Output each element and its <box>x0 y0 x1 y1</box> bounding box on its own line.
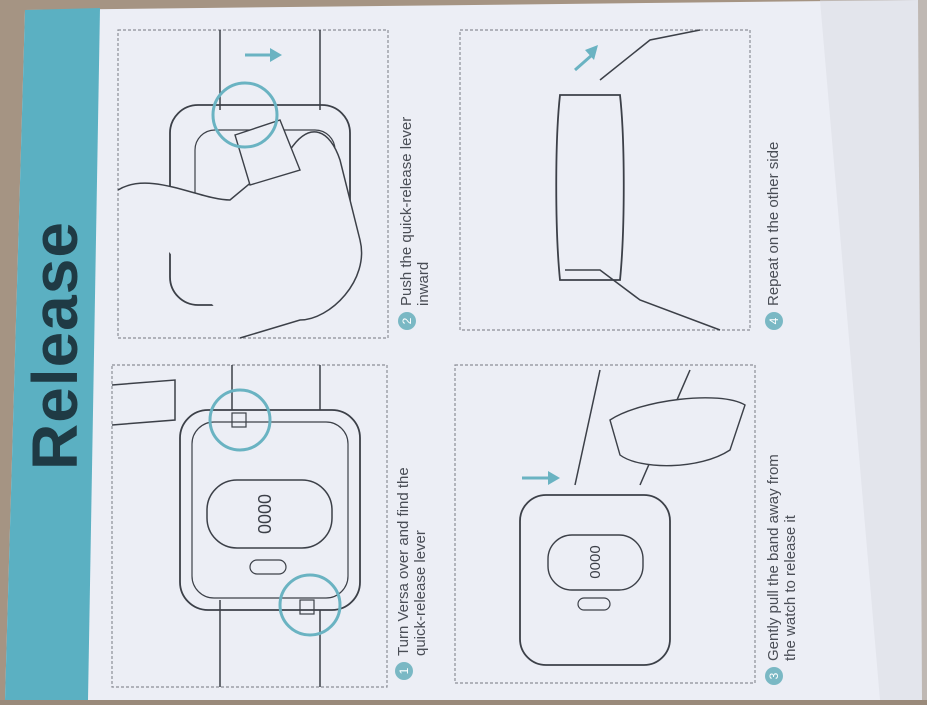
fingers-drawing <box>609 397 746 467</box>
panel-2 <box>117 29 389 339</box>
release-lever-top <box>231 412 247 428</box>
detach-arrow-line <box>574 53 593 72</box>
step-4-caption: 4 Repeat on the other side <box>765 142 783 330</box>
step-4-number: 4 <box>765 312 783 330</box>
charging-contacts <box>249 559 287 575</box>
panel-1-border <box>111 364 388 688</box>
watch-band-top <box>111 379 176 426</box>
band-detached <box>599 29 701 81</box>
sensor-label-3: 0000 <box>587 545 604 578</box>
push-arrow-head <box>270 48 282 62</box>
thumbnail-drawing <box>234 119 301 186</box>
panel-1: 0000 <box>111 364 388 688</box>
step-2-line1: Push the quick-release lever <box>398 116 415 306</box>
teal-strip <box>5 8 100 700</box>
step-3-line1: Gently pull the band away from <box>765 454 782 661</box>
lever-highlight-push <box>211 81 279 149</box>
panel-3-border <box>454 364 756 684</box>
step-2-line2: inward <box>415 261 433 306</box>
sensor-window <box>206 479 333 549</box>
watch-body <box>179 409 361 611</box>
lever-highlight-bottom <box>278 573 342 637</box>
step-1-number: 1 <box>395 662 413 680</box>
step-3-number: 3 <box>765 667 783 685</box>
panel-4 <box>459 29 751 331</box>
panel-2-border <box>117 29 389 339</box>
step-1-line1: Turn Versa over and find the <box>395 467 412 656</box>
charging-contacts-3 <box>577 597 611 611</box>
step-3-caption: 3 Gently pull the band away from the watc… <box>765 454 799 685</box>
sensor-window-3 <box>547 534 644 591</box>
step-2-caption: 2 Push the quick-release lever inward <box>398 117 432 330</box>
page-title: Release <box>19 221 91 470</box>
paper-sheet <box>5 0 922 700</box>
sensor-label: 0000 <box>255 494 275 534</box>
pull-arrow-head <box>548 471 560 485</box>
watch-body-3 <box>519 494 671 666</box>
watch-side-view <box>555 94 625 281</box>
step-1-caption: 1 Turn Versa over and find the quick-rele… <box>395 467 429 680</box>
panel-4-border <box>459 29 751 331</box>
step-3-line2: the watch to release it <box>782 515 800 661</box>
band-attached <box>565 269 721 331</box>
band-lines-left <box>219 600 321 687</box>
step-4-line1: Repeat on the other side <box>765 141 782 306</box>
panel-3: 0000 <box>454 364 756 684</box>
paper-shadow <box>820 0 927 700</box>
lever-highlight-top <box>208 388 272 452</box>
step-1-line2: quick-release lever <box>412 530 430 656</box>
release-lever-bottom <box>299 599 315 615</box>
band-lines-right <box>231 365 321 410</box>
detach-arrow-head <box>585 45 598 60</box>
hand-drawing <box>117 131 363 339</box>
step-2-number: 2 <box>398 312 416 330</box>
